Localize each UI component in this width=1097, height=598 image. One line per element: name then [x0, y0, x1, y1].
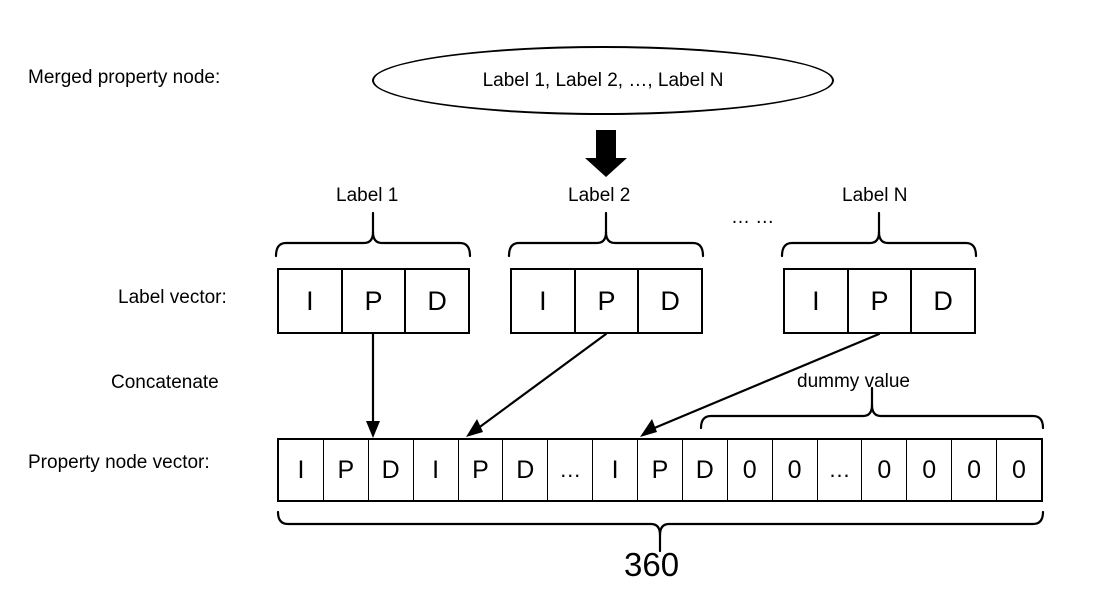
brace-dummy-value — [699, 403, 1045, 430]
property-node-vector-cell: I — [593, 440, 638, 500]
dummy-value-label: dummy value — [797, 371, 910, 392]
property-node-vector-cell: D — [683, 440, 728, 500]
property-node-vector-cell: I — [279, 440, 324, 500]
label-vector-cell: I — [512, 270, 576, 332]
label-vector-cell: I — [785, 270, 849, 332]
property-node-vector-cell: I — [414, 440, 459, 500]
label-vector-cell: P — [849, 270, 913, 332]
property-node-vector-cell: D — [369, 440, 414, 500]
concatenate-label: Concatenate — [111, 372, 219, 393]
label-vector-cell: I — [279, 270, 343, 332]
group-label-n: Label N — [842, 185, 908, 206]
property-node-vector-cell: 0 — [773, 440, 818, 500]
property-node-vector-cell: P — [324, 440, 369, 500]
merged-property-node-ellipse: Label 1, Label 2, …, Label N — [372, 46, 834, 115]
property-node-vector-cell: … — [818, 440, 863, 500]
property-node-vector-cell: D — [503, 440, 549, 500]
property-node-vector-cell: … — [548, 440, 594, 500]
property-node-vector-cell: 0 — [952, 440, 997, 500]
merged-property-node-row-label: Merged property node: — [28, 67, 221, 88]
property-node-vector-cell: 0 — [728, 440, 773, 500]
group-label-1: Label 1 — [336, 185, 399, 206]
merged-property-node-text: Label 1, Label 2, …, Label N — [482, 69, 724, 91]
total-length-label: 360 — [624, 546, 680, 583]
brace-group-n — [780, 230, 978, 258]
merge-arrow-icon — [585, 130, 627, 177]
label-vector-row-label: Label vector: — [118, 287, 227, 308]
group-label-2: Label 2 — [568, 185, 631, 206]
brace-total-length — [276, 510, 1045, 537]
connector-2-arrowhead — [466, 419, 483, 437]
connector-2-line — [475, 332, 608, 431]
property-node-vector-cell: 0 — [1011, 455, 1026, 484]
property-node-vector-cell: P — [638, 440, 683, 500]
group-ellipsis: … … — [731, 207, 775, 228]
property-node-vector-cell: P — [459, 440, 504, 500]
brace-group-2 — [507, 230, 705, 258]
label-vector-cell: P — [576, 270, 640, 332]
label-vector-cell: D — [933, 285, 953, 316]
label-vector-cell: D — [427, 285, 447, 316]
connector-1-arrowhead — [366, 421, 380, 438]
property-node-vector-cell: 0 — [907, 440, 953, 500]
property-node-vector-cell: 0 — [862, 440, 908, 500]
connector-3-arrowhead — [640, 419, 657, 437]
label-vector-cell: P — [343, 270, 407, 332]
brace-group-1 — [274, 230, 472, 258]
property-node-vector-row-label: Property node vector: — [28, 452, 210, 473]
label-vector-cell: D — [660, 285, 680, 316]
